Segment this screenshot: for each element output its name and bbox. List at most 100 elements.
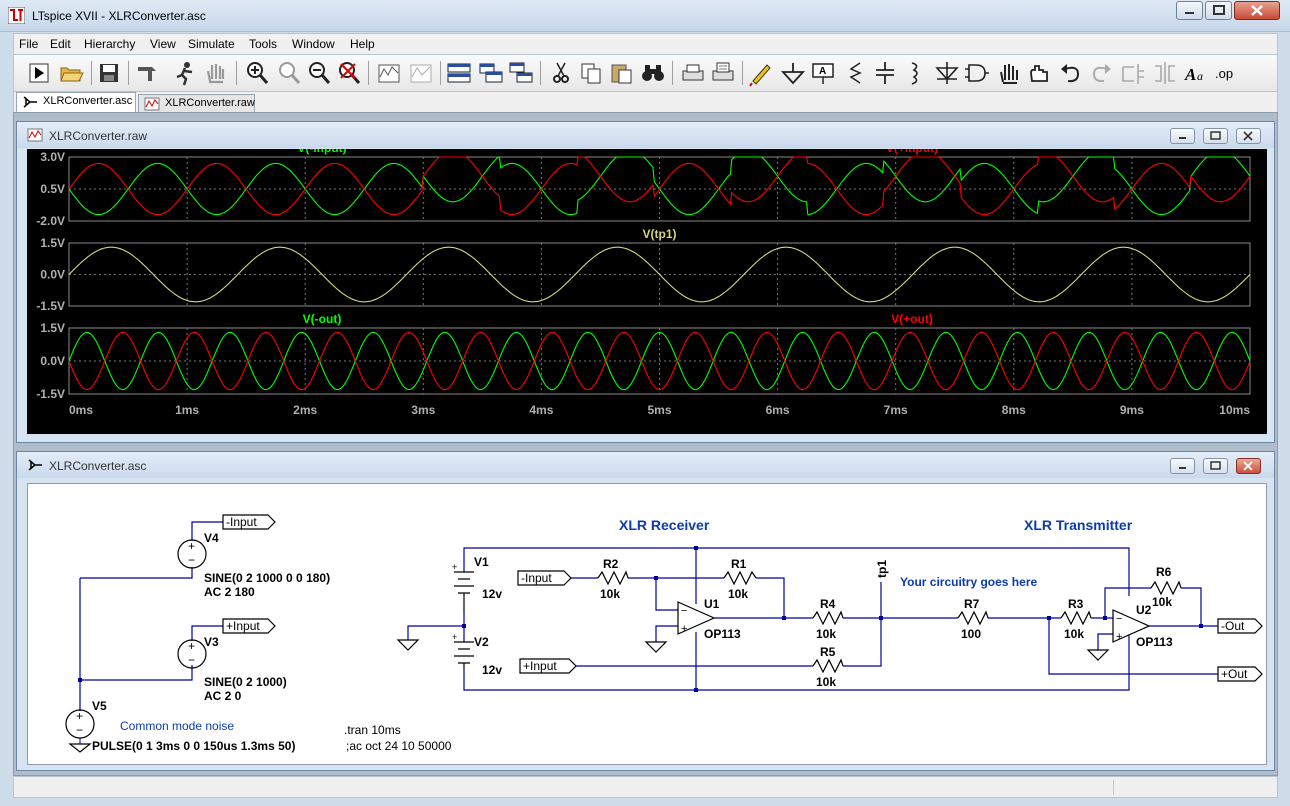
junction-dots <box>78 546 1203 692</box>
v5-ref: V5 <box>92 699 107 713</box>
v2-value: 12v <box>482 663 502 677</box>
print-setup-icon <box>682 64 704 81</box>
undo-icon <box>1061 64 1080 83</box>
status-pane <box>1113 780 1273 795</box>
open-button[interactable] <box>58 59 84 87</box>
waveform-plot[interactable]: 3.0V0.5V-2.0VV(-input)V(+input)1.5V0.0V-… <box>27 141 1267 434</box>
y-tick-label: 1.5V <box>40 321 65 335</box>
cascade-button[interactable] <box>508 59 534 87</box>
series-trace <box>68 156 1251 216</box>
menu-tools[interactable]: Tools <box>249 37 278 51</box>
save-button[interactable] <box>96 59 122 87</box>
v3-value: SINE(0 2 1000) <box>204 675 287 689</box>
control-panel-button[interactable] <box>134 59 160 87</box>
draw-wire-button[interactable] <box>748 59 774 87</box>
menu-simulate[interactable]: Simulate <box>188 37 235 51</box>
ac-directive: ;ac oct 24 10 50000 <box>346 739 452 753</box>
print-setup-button[interactable] <box>680 59 706 87</box>
inductor-button[interactable] <box>902 59 928 87</box>
svg-text:+: + <box>452 562 457 572</box>
v4-ref: V4 <box>204 531 219 545</box>
v1-ref: V1 <box>474 555 489 569</box>
cut-button[interactable] <box>548 59 574 87</box>
zoom-out-icon <box>309 62 331 84</box>
minimize-button[interactable] <box>1176 1 1203 20</box>
y-tick-label: -1.5V <box>36 387 65 401</box>
schematic-canvas[interactable]: −+ −+ +− +− +− ++ <box>27 483 1267 765</box>
mdi-workspace: XLRConverter.raw 3.0V0.5V-2.0VV(-input)V… <box>13 112 1278 776</box>
move-button[interactable] <box>996 59 1022 87</box>
waveform-restore-button[interactable] <box>1203 128 1228 144</box>
diode-button[interactable] <box>934 59 960 87</box>
redo-button[interactable] <box>1088 59 1114 87</box>
schematic-close-button[interactable] <box>1236 458 1261 474</box>
x-tick-label: 2ms <box>293 403 317 417</box>
zoom-out-button[interactable] <box>306 59 332 87</box>
schematic-window: XLRConverter.asc <box>16 451 1275 771</box>
inductor-icon <box>911 62 918 85</box>
tab-waveform[interactable]: XLRConverter.raw <box>138 94 255 112</box>
halt-button[interactable] <box>172 59 198 87</box>
run-button[interactable] <box>26 59 52 87</box>
tab-schematic[interactable]: XLRConverter.asc <box>16 92 136 112</box>
close-icon <box>1243 131 1253 141</box>
tp1-label: tp1 <box>875 560 889 578</box>
schematic-minimize-button[interactable] <box>1170 458 1195 474</box>
print-icon <box>712 62 734 81</box>
find-button[interactable] <box>640 59 666 87</box>
ground-button[interactable] <box>780 59 806 87</box>
capacitor-button[interactable] <box>872 59 898 87</box>
undo-button[interactable] <box>1058 59 1084 87</box>
drag-button[interactable] <box>1026 59 1052 87</box>
spice-directive-button[interactable]: .op <box>1214 59 1240 87</box>
menu-file[interactable]: File <box>19 37 39 51</box>
label-net-button[interactable]: A <box>810 59 836 87</box>
tile-horizontal-button[interactable] <box>446 59 472 87</box>
r2-value: 10k <box>600 587 620 601</box>
x-tick-label: 6ms <box>766 403 790 417</box>
schematic-restore-button[interactable] <box>1203 458 1228 474</box>
rotate-button[interactable] <box>1120 59 1146 87</box>
menu-view[interactable]: View <box>150 37 176 51</box>
waveform-window-titlebar: XLRConverter.raw <box>17 122 1274 148</box>
paste-button[interactable] <box>608 59 634 87</box>
drag-icon <box>1030 65 1048 82</box>
print-button[interactable] <box>710 59 736 87</box>
component-button[interactable] <box>964 59 990 87</box>
zoom-full-icon <box>279 62 301 84</box>
port-pos-out: +Out <box>1221 667 1248 681</box>
mirror-button[interactable] <box>1152 59 1178 87</box>
series-label: V(+out) <box>891 312 933 326</box>
r4-ref: R4 <box>820 597 836 611</box>
close-button[interactable] <box>1234 1 1280 20</box>
waveform-icon <box>27 128 43 142</box>
r3-ref: R3 <box>1068 597 1084 611</box>
menu-help[interactable]: Help <box>350 37 375 51</box>
waveform-minimize-button[interactable] <box>1170 128 1195 144</box>
placeholder-comment: Your circuitry goes here <box>900 575 1037 589</box>
zoom-in-button[interactable] <box>244 59 270 87</box>
plot-settings-button[interactable] <box>408 59 434 87</box>
waveform-icon <box>144 97 160 111</box>
menu-window[interactable]: Window <box>292 37 335 51</box>
maximize-button[interactable] <box>1205 1 1232 20</box>
u2-ref: U2 <box>1136 603 1152 617</box>
zoom-full-button[interactable] <box>276 59 302 87</box>
copy-button[interactable] <box>578 59 604 87</box>
svg-text:+: + <box>188 639 195 653</box>
resistor-button[interactable] <box>842 59 868 87</box>
voltage-source-symbols <box>65 539 474 739</box>
open-icon <box>60 67 84 82</box>
menu-edit[interactable]: Edit <box>50 37 71 51</box>
tile-vertical-button[interactable] <box>478 59 504 87</box>
pan-button[interactable] <box>202 59 228 87</box>
menu-hierarchy[interactable]: Hierarchy <box>84 37 136 51</box>
close-icon <box>1243 461 1253 471</box>
series-trace <box>68 331 1251 391</box>
waveform-close-button[interactable] <box>1236 128 1261 144</box>
autorange-button[interactable] <box>376 59 402 87</box>
title-bar: LTspice XVII - XLRConverter.asc <box>0 0 1290 32</box>
port-pos-input: +Input <box>523 659 557 673</box>
zoom-cancel-button[interactable] <box>336 59 362 87</box>
